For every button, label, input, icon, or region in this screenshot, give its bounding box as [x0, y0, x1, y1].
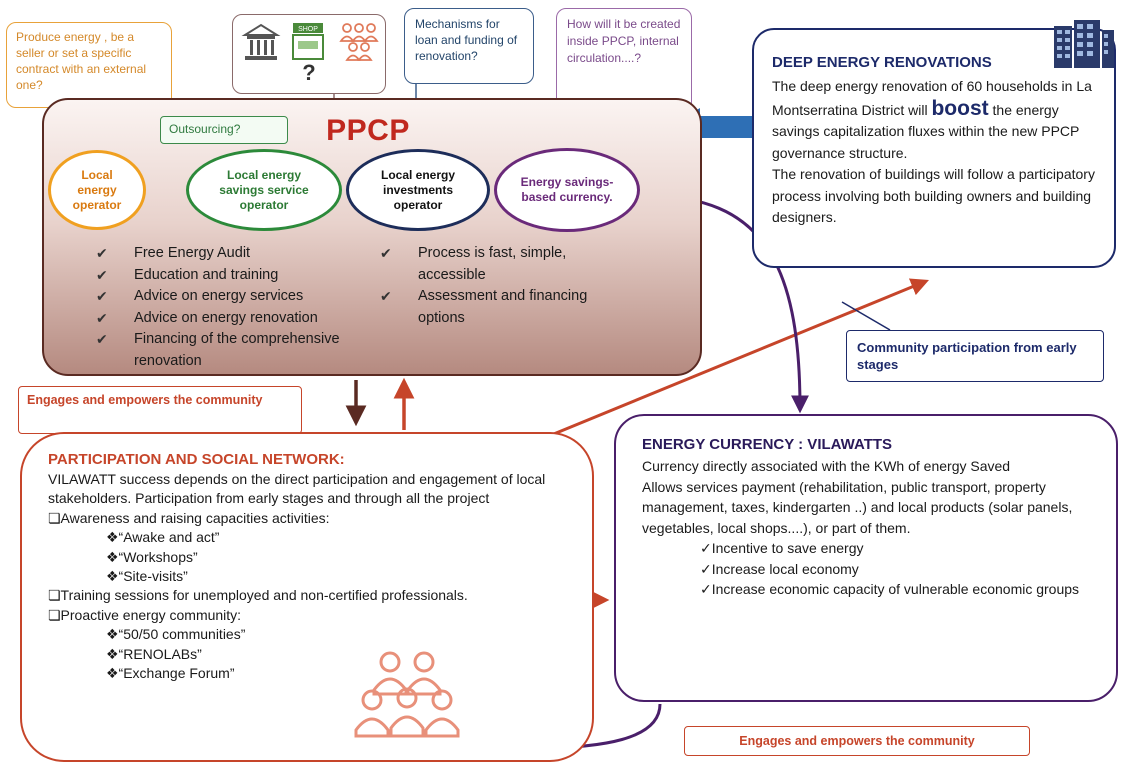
participation-subitem: ❖“Exchange Forum” [106, 665, 235, 682]
people-icon [339, 23, 379, 61]
list-item: ✔Advice on energy renovation [96, 308, 386, 330]
participation-subitem: ❖“Site-visits” [106, 568, 188, 585]
boost-word: boost [931, 96, 989, 120]
bank-icon [241, 23, 281, 60]
shop-icon: SHOP [292, 23, 324, 60]
community-people-icon [354, 651, 460, 738]
callout-engages-left: Engages and empowers the community [18, 386, 302, 434]
operator-currency: Energy savings-based currency. [494, 148, 640, 232]
callout-outsourcing-text: Outsourcing? [169, 122, 241, 136]
check-icon: ✔ [96, 288, 108, 304]
check-icon: ✔ [96, 309, 108, 326]
deep-renovation-text: The deep energy renovation of 60 househo… [772, 78, 1095, 225]
list-item: ✔Free Energy Audit [96, 243, 386, 265]
operator-local-energy: Local energy operator [48, 150, 146, 230]
currency-line: Currency directly associated with the KW… [642, 458, 1011, 474]
participation-subitem: ❖“Workshops” [106, 548, 198, 565]
callout-how-created-text: How will it be created inside PPCP, inte… [567, 17, 681, 65]
operator-currency-label: Energy savings-based currency. [520, 175, 614, 204]
callout-actors: SHOP ? [232, 14, 386, 94]
check-icon: ✔ [96, 245, 108, 261]
callout-outsourcing: Outsourcing? [160, 116, 288, 144]
participation-item: ❏Training sessions for unemployed and no… [48, 587, 468, 604]
services-list-right: ✔Process is fast, simple, accessible ✔As… [380, 243, 644, 329]
callout-engages-bottom: Engages and empowers the community [684, 726, 1030, 756]
callout-produce-energy: Produce energy , be a seller or set a sp… [6, 22, 172, 108]
participation-subitem: ❖“Awake and act” [106, 529, 220, 546]
list-item: ✔Advice on energy services [96, 286, 386, 308]
currency-title: ENERGY CURRENCY : VILAWATTS [642, 436, 893, 453]
currency-benefit: ✓Increase local economy [700, 560, 859, 577]
participation-item: ❏Awareness and raising capacities activi… [48, 509, 330, 526]
participation-text: VILAWATT success depends on the direct p… [48, 470, 568, 683]
participation-title: PARTICIPATION AND SOCIAL NETWORK: [48, 451, 345, 468]
question-mark: ? [302, 60, 316, 85]
actor-icons: SHOP [241, 23, 379, 61]
participation-intro: VILAWATT success depends on the direct p… [48, 471, 546, 507]
deep-renovation-title: DEEP ENERGY RENOVATIONS [772, 54, 992, 71]
operator-local-energy-label: Local energy operator [72, 167, 122, 212]
check-icon: ✔ [380, 245, 392, 261]
ppcp-title: PPCP [326, 114, 410, 147]
deep-renovation-box [752, 28, 1116, 268]
check-icon: ✔ [96, 331, 108, 347]
list-item: ✔Financing of the comprehensive renovati… [96, 331, 340, 369]
currency-line: Allows services payment (rehabilitation,… [642, 478, 1073, 536]
callout-mechanisms: Mechanisms for loan and funding of renov… [404, 8, 534, 84]
operator-investments-label: Local energy investments operator [380, 167, 456, 212]
ppcp-box [42, 98, 702, 376]
callout-tail-community [841, 301, 891, 331]
callout-how-created: How will it be created inside PPCP, inte… [556, 8, 692, 112]
list-item: ✔Education and training [96, 265, 386, 287]
callout-mechanisms-text: Mechanisms for loan and funding of renov… [415, 17, 518, 63]
callout-community-participation: Community participation from early stage… [846, 330, 1104, 382]
check-icon: ✔ [96, 266, 108, 283]
participation-subitem: ❖“RENOLABs” [106, 645, 202, 662]
currency-benefit: ✓Increase economic capacity of vulnerabl… [700, 581, 1080, 597]
currency-box [614, 414, 1118, 702]
currency-text: Currency directly associated with the KW… [642, 456, 1092, 600]
shop-sign: SHOP [298, 26, 318, 33]
currency-benefit: ✓Incentive to save energy [700, 540, 864, 556]
participation-box [20, 432, 594, 762]
participation-item: ❏Proactive energy community: [48, 606, 242, 623]
services-list-left: ✔Free Energy Audit ✔Education and traini… [96, 243, 386, 372]
participation-subitem: ❖“50/50 communities” [106, 626, 246, 643]
list-item: ✔Assessment and financing options [380, 288, 588, 326]
operator-savings-label: Local energy savings service operator [219, 167, 309, 212]
callout-produce-energy-text: Produce energy , be a seller or set a sp… [16, 30, 147, 92]
operator-savings-service: Local energy savings service operator [186, 149, 342, 231]
list-item: ✔Process is fast, simple, accessible [380, 245, 567, 283]
operator-investments: Local energy investments operator [346, 149, 490, 231]
check-icon: ✔ [380, 288, 392, 304]
building-icon [1054, 20, 1114, 68]
